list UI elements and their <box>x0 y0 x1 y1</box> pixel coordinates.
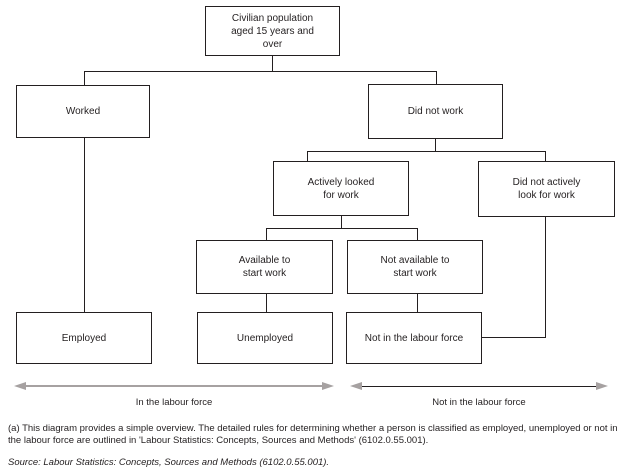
connector-level1-horizontal <box>84 71 437 72</box>
in-labour-force-label: In the labour force <box>135 397 213 408</box>
connector-level3-horizontal <box>266 228 418 229</box>
node-label: Employed <box>61 332 107 344</box>
node-label: Available to start work <box>238 255 291 279</box>
connector-did-not-work-down <box>435 139 436 151</box>
footnote-text: (a) This diagram provides a simple overv… <box>8 423 618 446</box>
connector-level2-horizontal <box>307 151 546 152</box>
in-labour-force-arrow <box>14 381 334 391</box>
connector-did-not-actively-to-nilf <box>482 337 546 338</box>
node-label: Civilian population aged 15 years and ov… <box>231 12 314 50</box>
connector-to-not-available <box>417 228 418 240</box>
connector-to-available <box>266 228 267 240</box>
connector-did-not-actively-down <box>545 217 546 338</box>
connector-available-to-unemployed <box>266 294 267 312</box>
node-available-to-start-work: Available to start work <box>196 240 333 294</box>
arrow-left-head-icon <box>14 382 26 390</box>
not-in-labour-force-arrow <box>350 381 608 391</box>
node-label: Did not actively look for work <box>512 177 581 201</box>
node-did-not-work: Did not work <box>368 84 503 139</box>
node-label: Actively looked for work <box>307 176 375 201</box>
connector-worked-to-employed <box>84 138 85 312</box>
node-actively-looked-for-work: Actively looked for work <box>273 161 409 216</box>
source-text: Source: Labour Statistics: Concepts, Sou… <box>8 457 330 468</box>
node-not-available-to-start-work: Not available to start work <box>347 240 483 294</box>
connector-civilian-down <box>272 56 273 72</box>
node-label: Unemployed <box>236 332 294 344</box>
arrow-right-head-icon <box>322 382 334 390</box>
connector-to-did-not-actively <box>545 151 546 161</box>
node-label: Worked <box>65 106 101 117</box>
node-not-in-labour-force: Not in the labour force <box>346 312 482 364</box>
connector-to-did-not-work <box>436 71 437 84</box>
node-label: Not in the labour force <box>364 332 464 344</box>
arrow-shaft <box>362 385 596 387</box>
node-label: Did not work <box>407 106 464 117</box>
node-employed: Employed <box>16 312 152 364</box>
not-in-labour-force-label: Not in the labour force <box>432 397 526 408</box>
arrow-right-head-icon <box>596 382 608 390</box>
connector-actively-looked-down <box>341 216 342 228</box>
connector-to-worked <box>84 71 85 85</box>
node-did-not-actively-look: Did not actively look for work <box>478 161 615 217</box>
arrow-shaft <box>26 385 322 387</box>
node-unemployed: Unemployed <box>197 312 333 364</box>
node-worked: Worked <box>16 85 150 138</box>
connector-to-actively-looked <box>307 151 308 161</box>
connector-not-available-to-nilf <box>417 294 418 312</box>
arrow-left-head-icon <box>350 382 362 390</box>
node-civilian-population: Civilian population aged 15 years and ov… <box>205 6 340 56</box>
node-label: Not available to start work <box>380 255 450 279</box>
